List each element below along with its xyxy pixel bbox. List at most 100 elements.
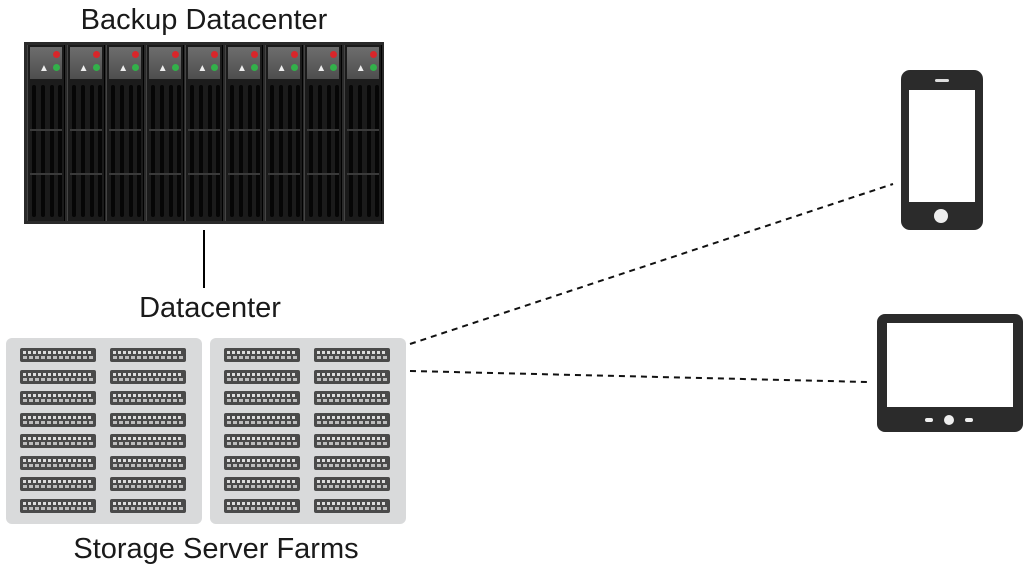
red-led-icon xyxy=(290,51,298,58)
storage-server-icon xyxy=(110,412,186,427)
blade-divider xyxy=(346,129,379,131)
blade-head: ▲ xyxy=(188,47,221,79)
blade-head: ▲ xyxy=(148,47,181,79)
storage-server-icon xyxy=(20,391,96,405)
storage-server-icon xyxy=(20,369,96,384)
blade-vent xyxy=(216,85,221,217)
backup-link-line xyxy=(203,230,205,288)
blade-divider xyxy=(148,173,181,175)
blade-head: ▲ xyxy=(30,47,62,79)
blade-divider xyxy=(188,129,221,131)
storage-server-icon xyxy=(20,348,96,362)
blade-vent xyxy=(41,85,45,217)
blade-vent xyxy=(287,85,292,217)
storage-server-icon xyxy=(20,412,96,427)
storage-server-icon xyxy=(20,498,96,513)
blade-vent xyxy=(129,85,134,217)
storage-server-icon xyxy=(314,412,390,427)
rack-blade: ▲ xyxy=(185,45,224,221)
datacenter-label: Datacenter xyxy=(139,292,281,324)
rack-blade: ▲ xyxy=(304,45,343,221)
arrow-up-icon: ▲ xyxy=(39,63,49,74)
blade-divider xyxy=(69,129,102,131)
blade-divider xyxy=(228,173,260,175)
blade-divider xyxy=(307,129,340,131)
arrow-up-icon: ▲ xyxy=(316,63,327,74)
arrow-up-icon: ▲ xyxy=(237,63,247,74)
storage-server-icon xyxy=(224,455,300,470)
green-led-icon xyxy=(53,64,60,71)
blade-vent xyxy=(278,85,283,217)
tablet-button-right xyxy=(965,418,973,422)
green-led-icon xyxy=(251,64,258,71)
red-led-icon xyxy=(330,51,338,58)
blade-vent xyxy=(80,85,85,217)
storage-server-icon xyxy=(110,498,186,513)
storage-server-icon xyxy=(314,498,390,513)
blade-vent xyxy=(199,85,204,217)
red-led-icon xyxy=(53,51,60,58)
rack-blade: ▲ xyxy=(343,45,382,221)
blade-vent xyxy=(374,85,379,217)
storage-server-icon xyxy=(224,498,300,513)
blade-vent xyxy=(357,85,362,217)
blade-divider xyxy=(228,129,260,131)
phone-speaker xyxy=(935,79,949,82)
storage-server-icon xyxy=(224,434,300,448)
blade-divider xyxy=(267,173,300,175)
storage-server-icon xyxy=(314,348,390,362)
blade-vent xyxy=(335,85,340,217)
blade-divider xyxy=(69,173,102,175)
blade-vent xyxy=(120,85,125,217)
green-led-icon xyxy=(211,64,219,71)
storage-server-farms-label: Storage Server Farms xyxy=(73,533,359,565)
red-led-icon xyxy=(369,51,377,58)
rack-blade: ▲ xyxy=(145,45,184,221)
storage-server-icon xyxy=(224,369,300,384)
storage-server-icon xyxy=(224,391,300,405)
storage-server-icon xyxy=(20,477,96,491)
arrow-up-icon: ▲ xyxy=(197,63,208,74)
red-led-icon xyxy=(92,51,100,58)
storage-server-icon xyxy=(224,477,300,491)
blade-divider xyxy=(307,173,340,175)
tablet-home-button xyxy=(944,415,954,425)
storage-server-icon xyxy=(110,434,186,448)
blade-vent xyxy=(366,85,371,217)
connection-to-phone xyxy=(409,183,894,345)
storage-server-icon xyxy=(110,477,186,491)
blade-divider xyxy=(148,129,181,131)
blade-vent xyxy=(159,85,164,217)
arrow-up-icon: ▲ xyxy=(78,63,89,74)
green-led-icon xyxy=(290,64,298,71)
storage-server-icon xyxy=(314,455,390,470)
blade-head: ▲ xyxy=(69,47,102,79)
blade-divider xyxy=(346,173,379,175)
green-led-icon xyxy=(132,64,140,71)
tablet-button-left xyxy=(925,418,933,422)
rack-blade: ▲ xyxy=(264,45,303,221)
storage-server-icon xyxy=(224,412,300,427)
rack-blade: ▲ xyxy=(27,45,65,221)
arrow-up-icon: ▲ xyxy=(355,63,366,74)
blade-head: ▲ xyxy=(267,47,300,79)
storage-server-icon xyxy=(314,369,390,384)
blade-divider xyxy=(109,129,142,131)
rack-blade: ▲ xyxy=(106,45,145,221)
storage-server-icon xyxy=(314,391,390,405)
green-led-icon xyxy=(330,64,338,71)
arrow-up-icon: ▲ xyxy=(157,63,168,74)
storage-server-icon xyxy=(110,348,186,362)
storage-farm-1 xyxy=(6,338,202,524)
blade-head: ▲ xyxy=(109,47,142,79)
storage-server-icon xyxy=(314,477,390,491)
blade-vent xyxy=(71,85,76,217)
blade-vent xyxy=(89,85,94,217)
blade-vent xyxy=(111,85,116,217)
storage-server-icon xyxy=(20,455,96,470)
blade-head: ▲ xyxy=(307,47,340,79)
green-led-icon xyxy=(171,64,179,71)
blade-divider xyxy=(188,173,221,175)
blade-vent xyxy=(295,85,300,217)
